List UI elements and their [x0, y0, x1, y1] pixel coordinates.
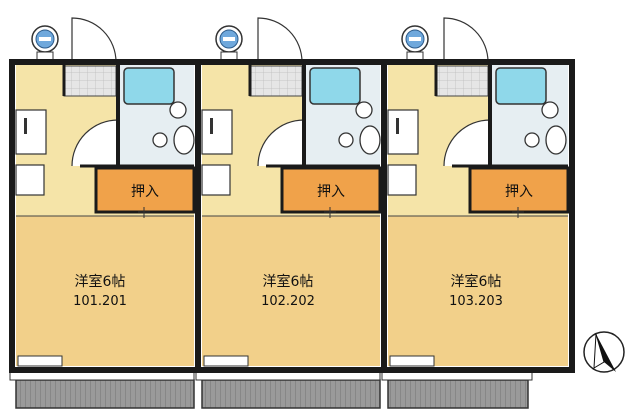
- toilet-icon: [541, 101, 567, 155]
- meter-icon: [401, 25, 429, 61]
- room-number: 102.202: [261, 294, 315, 309]
- toilet-icon: [169, 101, 195, 155]
- balcony: [15, 379, 195, 409]
- room-label: 洋室6帖: [451, 273, 502, 290]
- unit-1: 押入 洋室6帖 101.201: [9, 17, 196, 409]
- washer-pan-icon: [201, 164, 231, 196]
- window: [17, 355, 63, 367]
- washer-pan-icon: [387, 164, 417, 196]
- closet-label: 押入: [131, 184, 159, 200]
- sink-icon: [152, 132, 168, 148]
- balcony: [201, 379, 381, 409]
- unit-3: 押入 洋室6帖 103.203: [381, 17, 570, 409]
- room-label: 洋室6帖: [263, 273, 314, 290]
- bathtub: [495, 67, 547, 105]
- entrance-door: [443, 17, 489, 63]
- tiled-entry: [435, 65, 489, 97]
- kitchen-counter: [387, 109, 419, 155]
- walls: [9, 59, 575, 373]
- entrance-door: [71, 17, 117, 63]
- meter-icon: [31, 25, 59, 61]
- compass-icon: [583, 331, 625, 373]
- closet-3: [468, 166, 570, 214]
- closet-2: [280, 166, 382, 214]
- closet-label: 押入: [505, 184, 533, 200]
- window: [203, 355, 249, 367]
- room-number: 103.203: [449, 294, 503, 309]
- kitchen-counter: [201, 109, 233, 155]
- meter-icon: [215, 25, 243, 61]
- tiled-entry: [63, 65, 117, 97]
- main-room: [16, 216, 194, 366]
- unit-2: 押入 洋室6帖 102.202: [195, 17, 382, 409]
- washer-pan-icon: [15, 164, 45, 196]
- sink-icon: [338, 132, 354, 148]
- sink-icon: [524, 132, 540, 148]
- toilet-icon: [355, 101, 381, 155]
- bathtub: [123, 67, 175, 105]
- kitchen-counter: [15, 109, 47, 155]
- entrance-door: [257, 17, 303, 63]
- main-room: [202, 216, 380, 366]
- tiled-entry: [249, 65, 303, 97]
- window: [389, 355, 435, 367]
- closet-1: [94, 166, 196, 214]
- room-label: 洋室6帖: [75, 273, 126, 290]
- main-room: [388, 216, 568, 366]
- balcony: [387, 379, 529, 409]
- room-number: 101.201: [73, 294, 127, 309]
- bathtub: [309, 67, 361, 105]
- closet-label: 押入: [317, 184, 345, 200]
